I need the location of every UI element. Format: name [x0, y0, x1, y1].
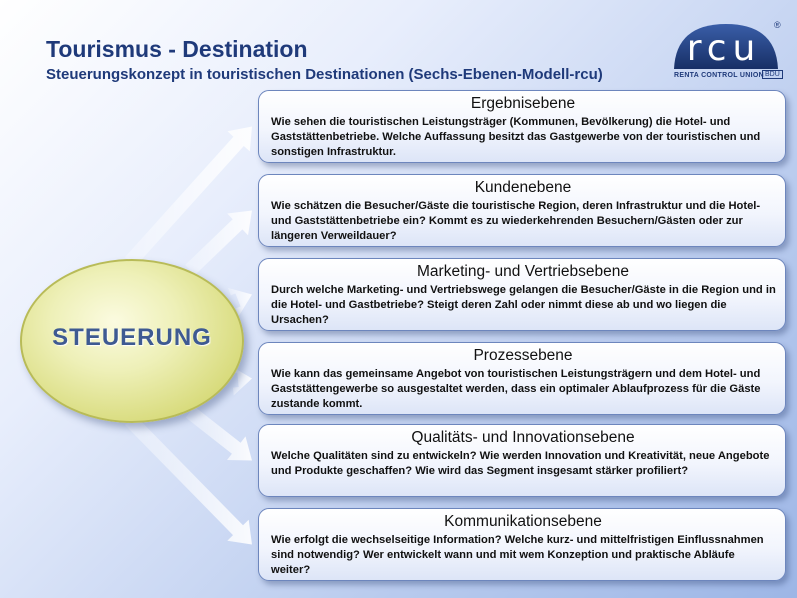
rcu-logo: rcu RENTA CONTROL UNION BDU ®	[670, 20, 786, 86]
level-title: Kundenebene	[474, 179, 572, 196]
level-title: Marketing- und Vertriebsebene	[417, 263, 629, 280]
steuerung-label: STEUERUNG	[52, 324, 212, 351]
level-text: Wie erfolgt die wechselseitige Informati…	[271, 534, 764, 576]
level-box-marketing: Marketing- und Vertriebsebene Durch welc…	[258, 258, 786, 331]
level-text: Wie kann das gemeinsame Angebot von tour…	[271, 368, 761, 410]
level-title: Ergebnisebene	[470, 95, 576, 112]
logo-caption: RENTA CONTROL UNION	[674, 72, 764, 79]
connector-arrow	[125, 415, 252, 545]
connector-arrow	[185, 406, 252, 461]
logo-wordmark: rcu	[686, 28, 762, 69]
level-box-prozessebene: Prozessebene Wie kann das gemeinsame Ang…	[258, 342, 786, 415]
level-text: Welche Qualitäten sind zu entwickeln? Wi…	[271, 450, 770, 477]
level-text: Wie sehen die touristischen Leistungsträ…	[271, 116, 761, 158]
level-text: Durch welche Marketing- und Vertriebsweg…	[271, 284, 776, 326]
connector-arrow	[230, 365, 252, 396]
steuerung-ellipse: STEUERUNG	[20, 259, 244, 423]
page-title: Tourismus - Destination	[46, 36, 308, 62]
connector-arrow	[185, 210, 252, 276]
level-box-qualitaet: Qualitäts- und Innovationsebene Welche Q…	[258, 424, 786, 497]
level-text: Wie schätzen die Besucher/Gäste die tour…	[271, 200, 761, 242]
registered-mark: ®	[774, 20, 781, 30]
level-title: Prozessebene	[473, 347, 573, 364]
page-subtitle: Steuerungskonzept in touristischen Desti…	[46, 66, 603, 83]
logo-emblem-icon	[674, 24, 778, 69]
level-box-kundenebene: Kundenebene Wie schätzen die Besucher/Gä…	[258, 174, 786, 247]
connector-arrow	[227, 287, 252, 316]
level-title: Kommunikationsebene	[444, 513, 602, 530]
level-box-ergebnisebene: Ergebnisebene Wie sehen die touristische…	[258, 90, 786, 163]
logo-badge: BDU	[762, 70, 783, 79]
level-box-kommunikation: Kommunikationsebene Wie erfolgt die wech…	[258, 508, 786, 581]
connector-arrow	[124, 126, 252, 267]
level-title: Qualitäts- und Innovationsebene	[411, 429, 635, 446]
